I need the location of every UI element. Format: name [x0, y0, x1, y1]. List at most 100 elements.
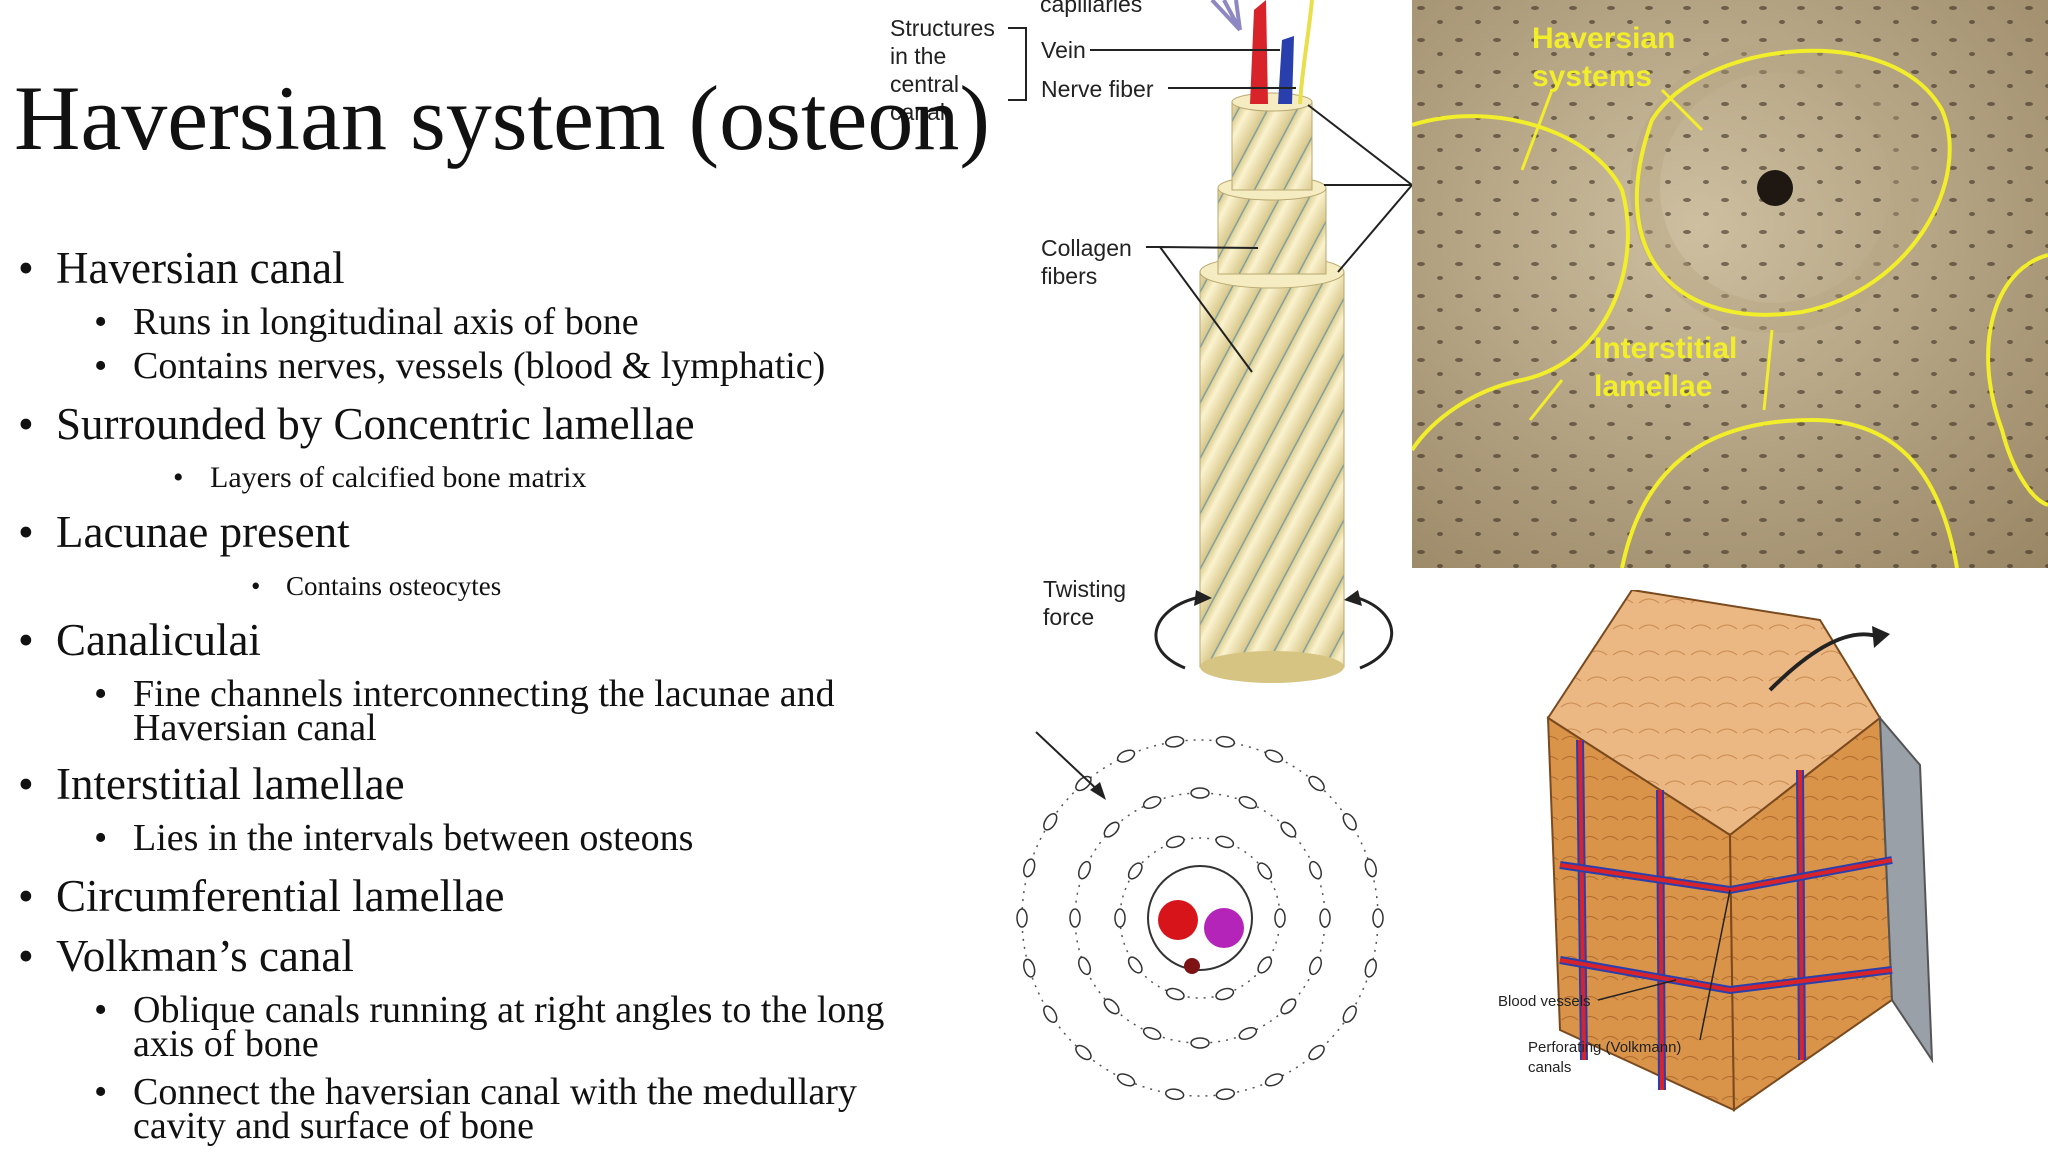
lacuna [1238, 796, 1258, 810]
label-perforating: Perforating (Volkmann) [1528, 1039, 1681, 1056]
sub-bullet-fine-channels: Fine channels interconnecting the lacuna… [18, 675, 978, 747]
lacuna [1078, 860, 1092, 880]
connect-line-2: cavity and surface of bone [133, 1105, 534, 1147]
canal-nerve [1184, 958, 1200, 974]
central-canal [1757, 170, 1793, 206]
lacuna [1075, 1044, 1092, 1061]
label-collagen: Collagen [1041, 235, 1132, 261]
lacuna [1043, 812, 1058, 831]
periosteum-layer [1878, 715, 1934, 1064]
lacuna [1116, 749, 1136, 763]
osteon-outline-center [1634, 48, 1952, 317]
oblique-line-1: Oblique canals running at right angles t… [133, 989, 885, 1031]
twist-arrow-left [1154, 596, 1197, 670]
curved-arrowhead [1872, 626, 1890, 648]
lacuna [1257, 956, 1273, 974]
osteon-ring [1630, 43, 1920, 333]
label-canals: canals [1528, 1059, 1571, 1076]
osteon-outline-right [1986, 253, 2048, 507]
lacuna [1215, 835, 1235, 849]
label-haversian: Haversian [1532, 22, 1675, 55]
label-central: central [890, 71, 959, 97]
osteon-structure-diagram: Structures in the central canal capillar… [890, 0, 1415, 683]
label-nerve-fiber: Nerve fiber [1041, 76, 1154, 102]
oblique-line-2: axis of bone [133, 1023, 319, 1065]
lacuna [1103, 998, 1120, 1015]
lacuna [1190, 1037, 1210, 1049]
pointer-haversian-left [1520, 89, 1554, 171]
lacuna [1164, 1088, 1185, 1101]
twist-arrow-right [1357, 596, 1394, 670]
lacuna [1069, 908, 1081, 928]
capillaries [1210, 0, 1242, 32]
lacuna [1308, 1044, 1325, 1061]
lacuna [1142, 1026, 1162, 1040]
lacuna [1342, 1005, 1357, 1024]
sub-bullet-connect: Connect the haversian canal with the med… [18, 1073, 978, 1145]
lacuna [1280, 998, 1297, 1015]
lacuna [1127, 956, 1143, 974]
label-fibers: fibers [1041, 263, 1097, 289]
lacuna [1342, 812, 1357, 831]
bullet-canaliculai: Canaliculai [18, 617, 978, 663]
lacuna [1372, 908, 1384, 928]
lacuna [1142, 796, 1162, 810]
lacuna [1078, 956, 1092, 976]
slide-title: Haversian system (osteon) [14, 67, 990, 169]
lacuna [1127, 862, 1143, 880]
pointer-haversian-right [1660, 88, 1704, 132]
lacuna [1257, 862, 1273, 880]
label-lamellae: lamellae [1594, 370, 1712, 403]
connect-line-1: Connect the haversian canal with the med… [133, 1071, 857, 1113]
canal-vein [1204, 908, 1244, 948]
lacuna [1364, 858, 1377, 878]
compact-bone-block-diagram: Blood vessels Perforating (Volkmann) can… [1498, 590, 1934, 1112]
lacuna [1190, 787, 1210, 799]
lacuna [1308, 860, 1322, 880]
volkmann-vessels-red [1578, 739, 1804, 1091]
lacuna [1016, 908, 1028, 928]
lacuna [1319, 908, 1331, 928]
sub-bullet-layers: Layers of calcified bone matrix [18, 461, 978, 495]
lacuna [1280, 821, 1297, 838]
fine-channels-line-2: Haversian canal [133, 707, 377, 749]
lacuna [1023, 858, 1036, 878]
sub-bullet-runs-longitudinal: Runs in longitudinal axis of bone [18, 303, 978, 341]
concentric-lamellae-diagram [1016, 731, 1384, 1101]
label-interstitial: Interstitial [1594, 332, 1737, 365]
osteon-outline-left [1412, 114, 1630, 452]
lacuna [1238, 1026, 1258, 1040]
collagen-leader [1146, 246, 1259, 373]
sub-bullet-osteocytes: Contains osteocytes [18, 569, 978, 603]
lacuna [1215, 1088, 1236, 1101]
haversian-micrograph: Haversian systems Interstitial lamellae [1412, 0, 2048, 568]
label-blood-vessels: Blood vessels [1498, 993, 1591, 1010]
pointer-interstitial-right [1762, 329, 1774, 411]
artery-vessel [1250, 0, 1268, 104]
lacuna [1264, 749, 1284, 763]
lacuna [1274, 908, 1286, 928]
sub-bullet-lies-between: Lies in the intervals between osteons [18, 819, 978, 857]
lacuna [1215, 735, 1236, 748]
lamella-ring [1119, 837, 1281, 999]
outer-lamella-bottom [1200, 651, 1344, 683]
lacuna [1164, 735, 1185, 748]
lacuna [1264, 1073, 1284, 1087]
micrograph-lacunae [1412, 0, 2048, 568]
outer-lamella [1199, 271, 1345, 668]
bullet-lacunae: Lacunae present [18, 509, 978, 555]
pointer-arrowhead [1090, 782, 1106, 800]
structures-bracket [1008, 27, 1027, 101]
lacuna [1165, 987, 1185, 1001]
label-structures: Structures [890, 15, 995, 41]
lacuna [1364, 958, 1377, 978]
label-capillaries: capillaries [1040, 0, 1142, 17]
label-systems: systems [1532, 60, 1652, 93]
lacuna [1043, 1005, 1058, 1024]
lacuna [1023, 958, 1036, 978]
bullet-interstitial-lamellae: Interstitial lamellae [18, 761, 978, 807]
lacuna [1308, 956, 1322, 976]
bullet-concentric-lamellae: Surrounded by Concentric lamellae [18, 401, 978, 447]
nerve-fiber [1298, 0, 1314, 105]
twist-arrowhead-left [1194, 590, 1212, 606]
